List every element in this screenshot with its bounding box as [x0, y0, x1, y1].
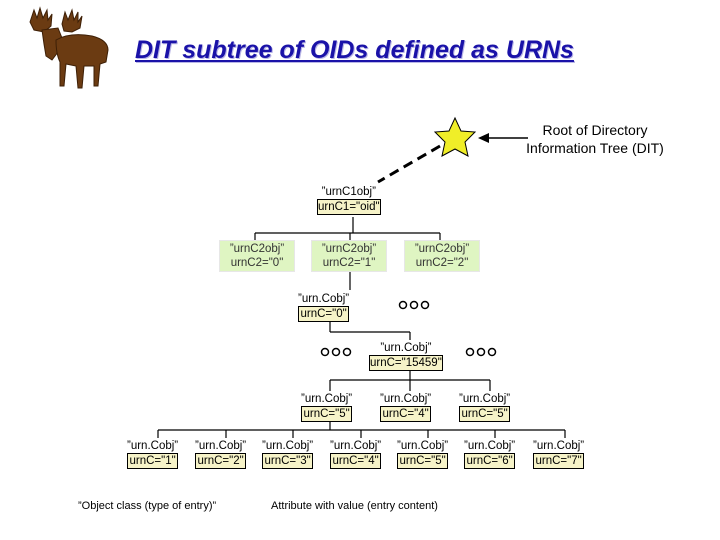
node-attribute: urnC="5" [301, 406, 352, 422]
node-attribute: urnC="5" [459, 406, 510, 422]
node-class: ”urn.Cobj” [298, 292, 349, 306]
node-urnc-0: ”urn.Cobj” urnC="0" [295, 291, 352, 323]
node-class: ”urn.Cobj” [127, 439, 178, 453]
node-urnc2-0: ”urnC2obj” urnC2="0" [219, 240, 295, 272]
node-leaf-3: ”urn.Cobj” urnC="3" [259, 438, 316, 470]
node-class: ”urn.Cobj” [464, 439, 515, 453]
root-label: Root of Directory Information Tree (DIT) [520, 121, 670, 157]
node-urnc-5: ”urn.Cobj” urnC="5" [298, 391, 355, 423]
node-class: ”urnC1obj” [317, 185, 381, 199]
node-attribute: urnC2="1" [315, 256, 383, 270]
node-class: ”urn.Cobj” [397, 439, 448, 453]
node-class: ”urn.Cobj” [330, 439, 381, 453]
node-class: ”urnC2obj” [408, 242, 476, 256]
node-attribute: urnC="7" [533, 453, 584, 469]
node-urnc-15459: ”urn.Cobj” urnC="15459" [366, 340, 446, 372]
node-leaf-6: ”urn.Cobj” urnC="6" [461, 438, 518, 470]
node-urnc1: ”urnC1obj” urnC1="oid" [314, 184, 384, 216]
root-star-icon [435, 118, 475, 156]
node-attribute: urnC="5" [397, 453, 448, 469]
node-class: ”urn.Cobj” [301, 392, 352, 406]
ellipsis-icon [320, 347, 352, 357]
node-class: ”urn.Cobj” [262, 439, 313, 453]
node-attribute: urnC="3" [262, 453, 313, 469]
node-attribute: urnC="0" [298, 306, 349, 322]
node-attribute: urnC="2" [195, 453, 246, 469]
node-attribute: urnC2="0" [223, 256, 291, 270]
node-class: ”urn.Cobj” [380, 392, 431, 406]
node-class: ”urnC2obj” [223, 242, 291, 256]
node-class: ”urnC2obj” [315, 242, 383, 256]
node-attribute: urnC="15459" [369, 355, 443, 371]
node-attribute: urnC="1" [127, 453, 178, 469]
node-urnc2-1: ”urnC2obj” urnC2="1" [311, 240, 387, 272]
root-label-arrowhead [478, 133, 489, 143]
node-attribute: urnC2="2" [408, 256, 476, 270]
node-leaf-1: ”urn.Cobj” urnC="1" [124, 438, 181, 470]
node-attribute: urnC="4" [330, 453, 381, 469]
root-dashed-link [378, 146, 440, 182]
node-class: ”urn.Cobj” [533, 439, 584, 453]
legend-object-class: ”Object class (type of entry)” [78, 500, 216, 512]
node-class: ”urn.Cobj” [459, 392, 510, 406]
ellipsis-icon [398, 300, 430, 310]
node-urnc-4: ”urn.Cobj” urnC="4" [377, 391, 434, 423]
legend-attribute: Attribute with value (entry content) [271, 500, 438, 512]
node-attribute: urnC="4" [380, 406, 431, 422]
node-leaf-7: ”urn.Cobj” urnC="7" [530, 438, 587, 470]
node-class: ”urn.Cobj” [369, 341, 443, 355]
ellipsis-icon [465, 347, 497, 357]
node-urnc2-2: ”urnC2obj” urnC2="2" [404, 240, 480, 272]
node-urnc-5b: ”urn.Cobj” urnC="5" [456, 391, 513, 423]
node-leaf-5: ”urn.Cobj” urnC="5" [394, 438, 451, 470]
node-leaf-2: ”urn.Cobj” urnC="2" [192, 438, 249, 470]
node-attribute: urnC1="oid" [317, 199, 381, 215]
node-leaf-4: ”urn.Cobj” urnC="4" [327, 438, 384, 470]
node-attribute: urnC="6" [464, 453, 515, 469]
node-class: ”urn.Cobj” [195, 439, 246, 453]
